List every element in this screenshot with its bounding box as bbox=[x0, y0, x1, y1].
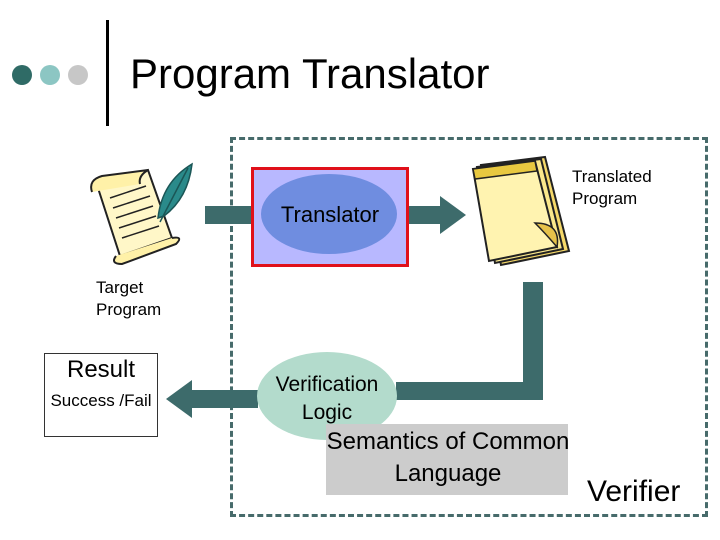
result-title: Result bbox=[66, 356, 136, 383]
verification-label: Verification Logic bbox=[275, 373, 379, 424]
verifier-region bbox=[230, 137, 708, 517]
semantics-label: Semantics of Common Language bbox=[326, 428, 570, 487]
semantics-box bbox=[326, 424, 568, 495]
target-program-label: Target Program bbox=[96, 278, 162, 319]
arrow-to-result bbox=[166, 380, 258, 418]
arrow-to-translator bbox=[205, 206, 253, 224]
translated-program-label: Translated Program bbox=[572, 167, 652, 208]
title-dot-2 bbox=[40, 65, 60, 85]
title-dot-3 bbox=[68, 65, 88, 85]
notepad-icon bbox=[471, 155, 571, 267]
translator-label: Translator bbox=[280, 202, 380, 227]
title-divider bbox=[106, 20, 109, 126]
arrow-to-verification bbox=[396, 282, 543, 400]
title-dot-1 bbox=[12, 65, 32, 85]
scroll-quill-icon bbox=[90, 162, 193, 266]
page-title: Program Translator bbox=[130, 50, 490, 97]
result-subtitle: Success /Fail bbox=[50, 391, 152, 410]
arrow-to-translated-program bbox=[403, 196, 466, 234]
verifier-label: Verifier bbox=[587, 475, 681, 508]
translator-ellipse bbox=[261, 174, 397, 254]
result-box: Result Success /Fail bbox=[44, 353, 158, 437]
